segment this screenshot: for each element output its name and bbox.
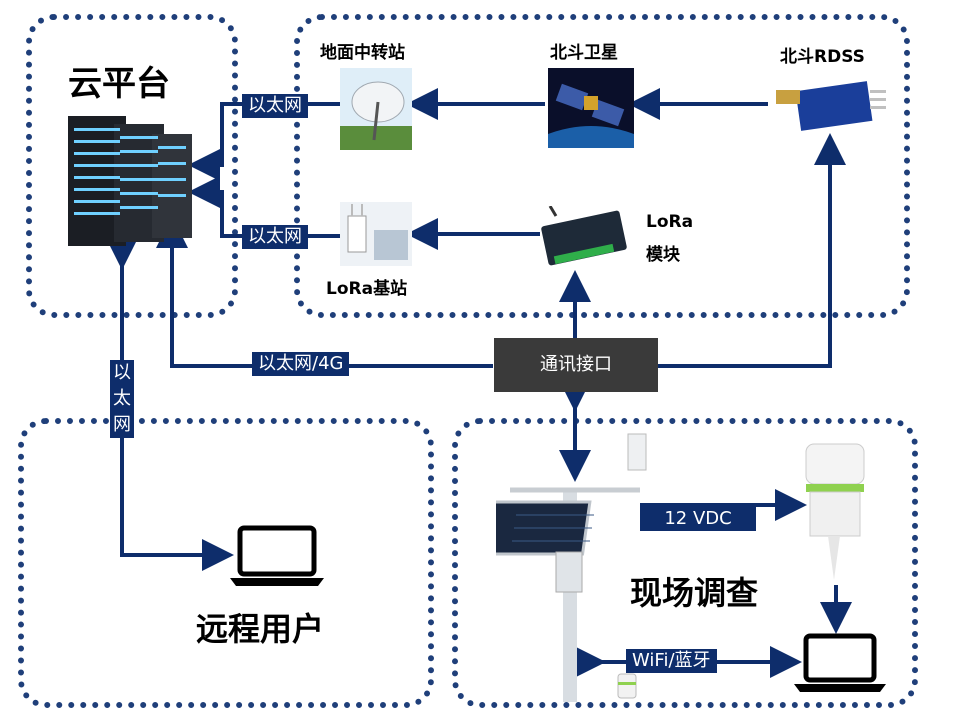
- wifi-bluetooth-tag: WiFi/蓝牙: [626, 649, 717, 673]
- beidou-satellite-label: 北斗卫星: [550, 43, 618, 63]
- ethernet-vertical-char-2: 太: [113, 388, 131, 409]
- ethernet-tag-lora: 以太网: [242, 225, 308, 249]
- station-region: [294, 14, 910, 318]
- ethernet-vertical-char-3: 网: [113, 414, 131, 435]
- weather-station-icon: [496, 433, 647, 702]
- laptop-icon-field: [794, 633, 886, 692]
- rdss-module-icon: [776, 81, 886, 131]
- small-sensor-icon: [617, 673, 637, 699]
- satellite-dish-icon: [340, 68, 412, 150]
- sensor-device-icon: [805, 443, 865, 580]
- vdc-tag: 12 VDC: [640, 507, 756, 531]
- laptop-icon-remote: [230, 525, 324, 586]
- lora-module-icon: [541, 206, 627, 266]
- server-rack-icon: [68, 116, 192, 246]
- ground-station-label: 地面中转站: [320, 43, 405, 63]
- communication-interface-box: 通讯接口: [494, 338, 658, 392]
- beidou-rdss-label: 北斗RDSS: [780, 47, 865, 67]
- field-survey-region: [452, 418, 918, 708]
- lora-module-label-line2: 模块: [646, 245, 680, 265]
- cloud-platform-title: 云平台: [68, 64, 170, 104]
- ethernet-4g-tag: 以太网/4G: [252, 352, 350, 376]
- ethernet-vertical-char-1: 以: [113, 362, 131, 383]
- lora-base-station-label: LoRa基站: [326, 279, 408, 299]
- remote-user-title: 远程用户: [196, 610, 325, 648]
- lora-base-station-icon: [340, 202, 412, 266]
- lora-module-label-line1: LoRa: [646, 212, 694, 232]
- ethernet-vertical-tag: 以 太 网: [110, 360, 134, 438]
- field-survey-title: 现场调查: [630, 574, 759, 612]
- ethernet-tag-ground: 以太网: [242, 94, 308, 118]
- satellite-icon: [548, 68, 634, 148]
